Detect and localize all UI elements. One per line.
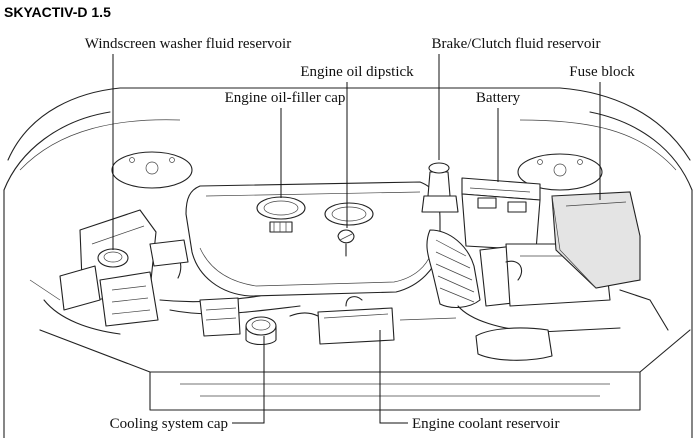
oil-filler-cap xyxy=(269,221,293,233)
engine-coolant-reservoir-part xyxy=(289,296,395,345)
right-lower-structure xyxy=(399,289,669,361)
label-oil-dipstick: Engine oil dipstick xyxy=(300,64,414,80)
label-washer-reservoir: Windscreen washer fluid reservoir xyxy=(85,36,291,52)
left-strut-tower xyxy=(111,151,193,189)
brake-clutch-reservoir-part xyxy=(421,162,459,213)
diagram-title: SKYACTIV-D 1.5 xyxy=(4,4,111,20)
oil-dipstick xyxy=(337,229,355,257)
label-battery: Battery xyxy=(476,90,521,106)
label-engine-coolant-reservoir: Engine coolant reservoir xyxy=(412,416,559,432)
leader-lines xyxy=(112,54,601,424)
left-engine-components xyxy=(29,239,301,337)
leader-cooling-cap xyxy=(232,336,265,424)
engine-cover xyxy=(185,181,441,297)
label-oil-filler-cap: Engine oil-filler cap xyxy=(225,90,346,106)
cooling-system-cap-part xyxy=(245,316,277,346)
engine-bay-outline xyxy=(3,87,693,438)
right-strut-tower xyxy=(517,153,603,191)
leader-coolant xyxy=(379,330,408,424)
label-brake-clutch-reservoir: Brake/Clutch fluid reservoir xyxy=(431,36,600,52)
label-fuse-block: Fuse block xyxy=(569,64,635,80)
label-cooling-system-cap: Cooling system cap xyxy=(110,416,228,432)
battery-part xyxy=(461,177,541,251)
fuse-block-part xyxy=(551,191,641,289)
